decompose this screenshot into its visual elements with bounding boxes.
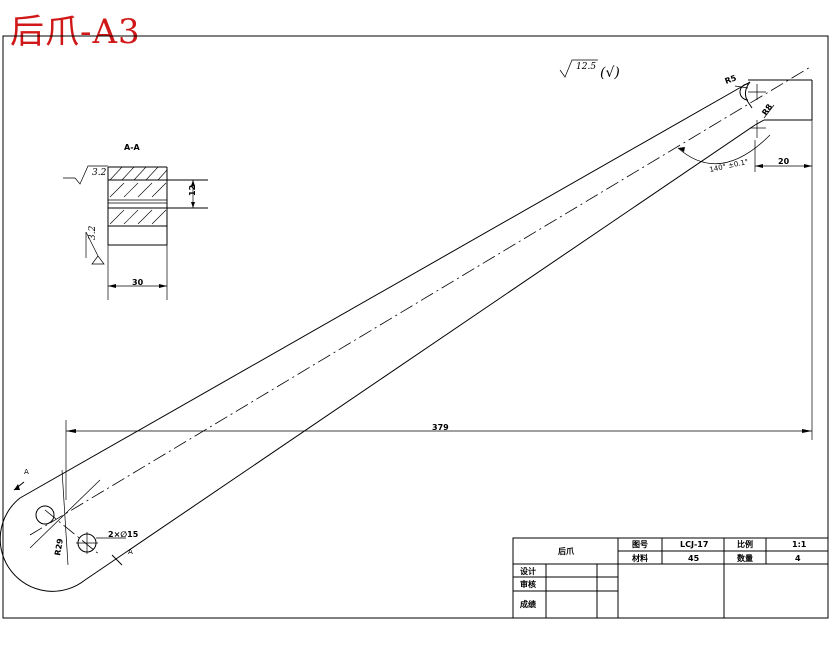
drawing-border bbox=[2, 35, 829, 619]
title-stamp: 后爪-A3 bbox=[10, 12, 141, 52]
section-mark-top-label: A bbox=[24, 468, 29, 476]
construction-line-b bbox=[29, 479, 101, 549]
surface-finish-general-value: 12.5 bbox=[576, 62, 596, 72]
dimension-right-offset: 20 bbox=[754, 140, 812, 172]
dimension-hole-callout-value: 2×∅15 bbox=[108, 530, 139, 539]
section-width-dim: 30 bbox=[132, 278, 144, 287]
dimension-angle-value: 140° ±0.1° bbox=[709, 158, 749, 174]
section-view: A-A 12 bbox=[63, 143, 208, 300]
surface-finish-general: 12.5 (√) bbox=[559, 59, 620, 81]
section-mark-bottom-label: A bbox=[128, 548, 133, 556]
title-block-quantity: 4 bbox=[795, 554, 801, 563]
title-block-design-label: 设计 bbox=[520, 566, 536, 576]
section-mark-bottom: A bbox=[111, 548, 133, 566]
title-block-scale: 1:1 bbox=[792, 540, 807, 549]
title-block-review-label: 审核 bbox=[520, 579, 536, 589]
dimension-radius-large: R8 bbox=[760, 102, 774, 117]
section-mark-top: A bbox=[13, 468, 29, 491]
dimension-left-radius-value: R29 bbox=[53, 537, 65, 556]
section-view-label: A-A bbox=[124, 143, 141, 152]
construction-line-a bbox=[61, 469, 69, 566]
surface-finish-face-value: 3.2 bbox=[92, 168, 107, 178]
hole-left-lower bbox=[76, 532, 98, 554]
center-line-left bbox=[44, 509, 101, 556]
title-block-material: 45 bbox=[688, 554, 700, 563]
part-outline bbox=[0, 79, 813, 592]
hole-right-upper bbox=[739, 83, 766, 101]
dimension-right-offset-value: 20 bbox=[778, 157, 790, 166]
title-block-drawing-no: LCJ-17 bbox=[680, 540, 708, 549]
title-block-grade-label: 成绩 bbox=[520, 599, 536, 609]
center-line-main bbox=[29, 65, 813, 536]
title-block-quantity-label: 数量 bbox=[737, 553, 753, 563]
title-block-drawing-no-label: 图号 bbox=[632, 540, 648, 549]
title-block-scale-label: 比例 bbox=[737, 539, 753, 549]
section-hatch bbox=[109, 166, 168, 225]
dimension-overall-length: 379 bbox=[65, 120, 813, 500]
hole-right-lower bbox=[750, 120, 766, 138]
hole-left-upper bbox=[35, 505, 55, 525]
dimension-left-radius: R29 bbox=[53, 537, 65, 556]
title-block: 后爪 图号 LCJ-17 比例 1:1 材料 45 数量 4 设计 审核 成绩 bbox=[512, 537, 829, 619]
title-block-part-name: 后爪 bbox=[558, 546, 575, 556]
dimension-radius-small: R5 bbox=[724, 73, 739, 86]
title-block-material-label: 材料 bbox=[632, 553, 648, 563]
surface-finish-side-value: 3.2 bbox=[88, 225, 98, 240]
dimension-overall-length-value: 379 bbox=[432, 423, 449, 432]
dimension-hole-callout: 2×∅15 bbox=[96, 530, 139, 539]
section-thickness-dim: 12 bbox=[188, 185, 197, 196]
surface-finish-general-suffix: (√) bbox=[600, 65, 620, 81]
